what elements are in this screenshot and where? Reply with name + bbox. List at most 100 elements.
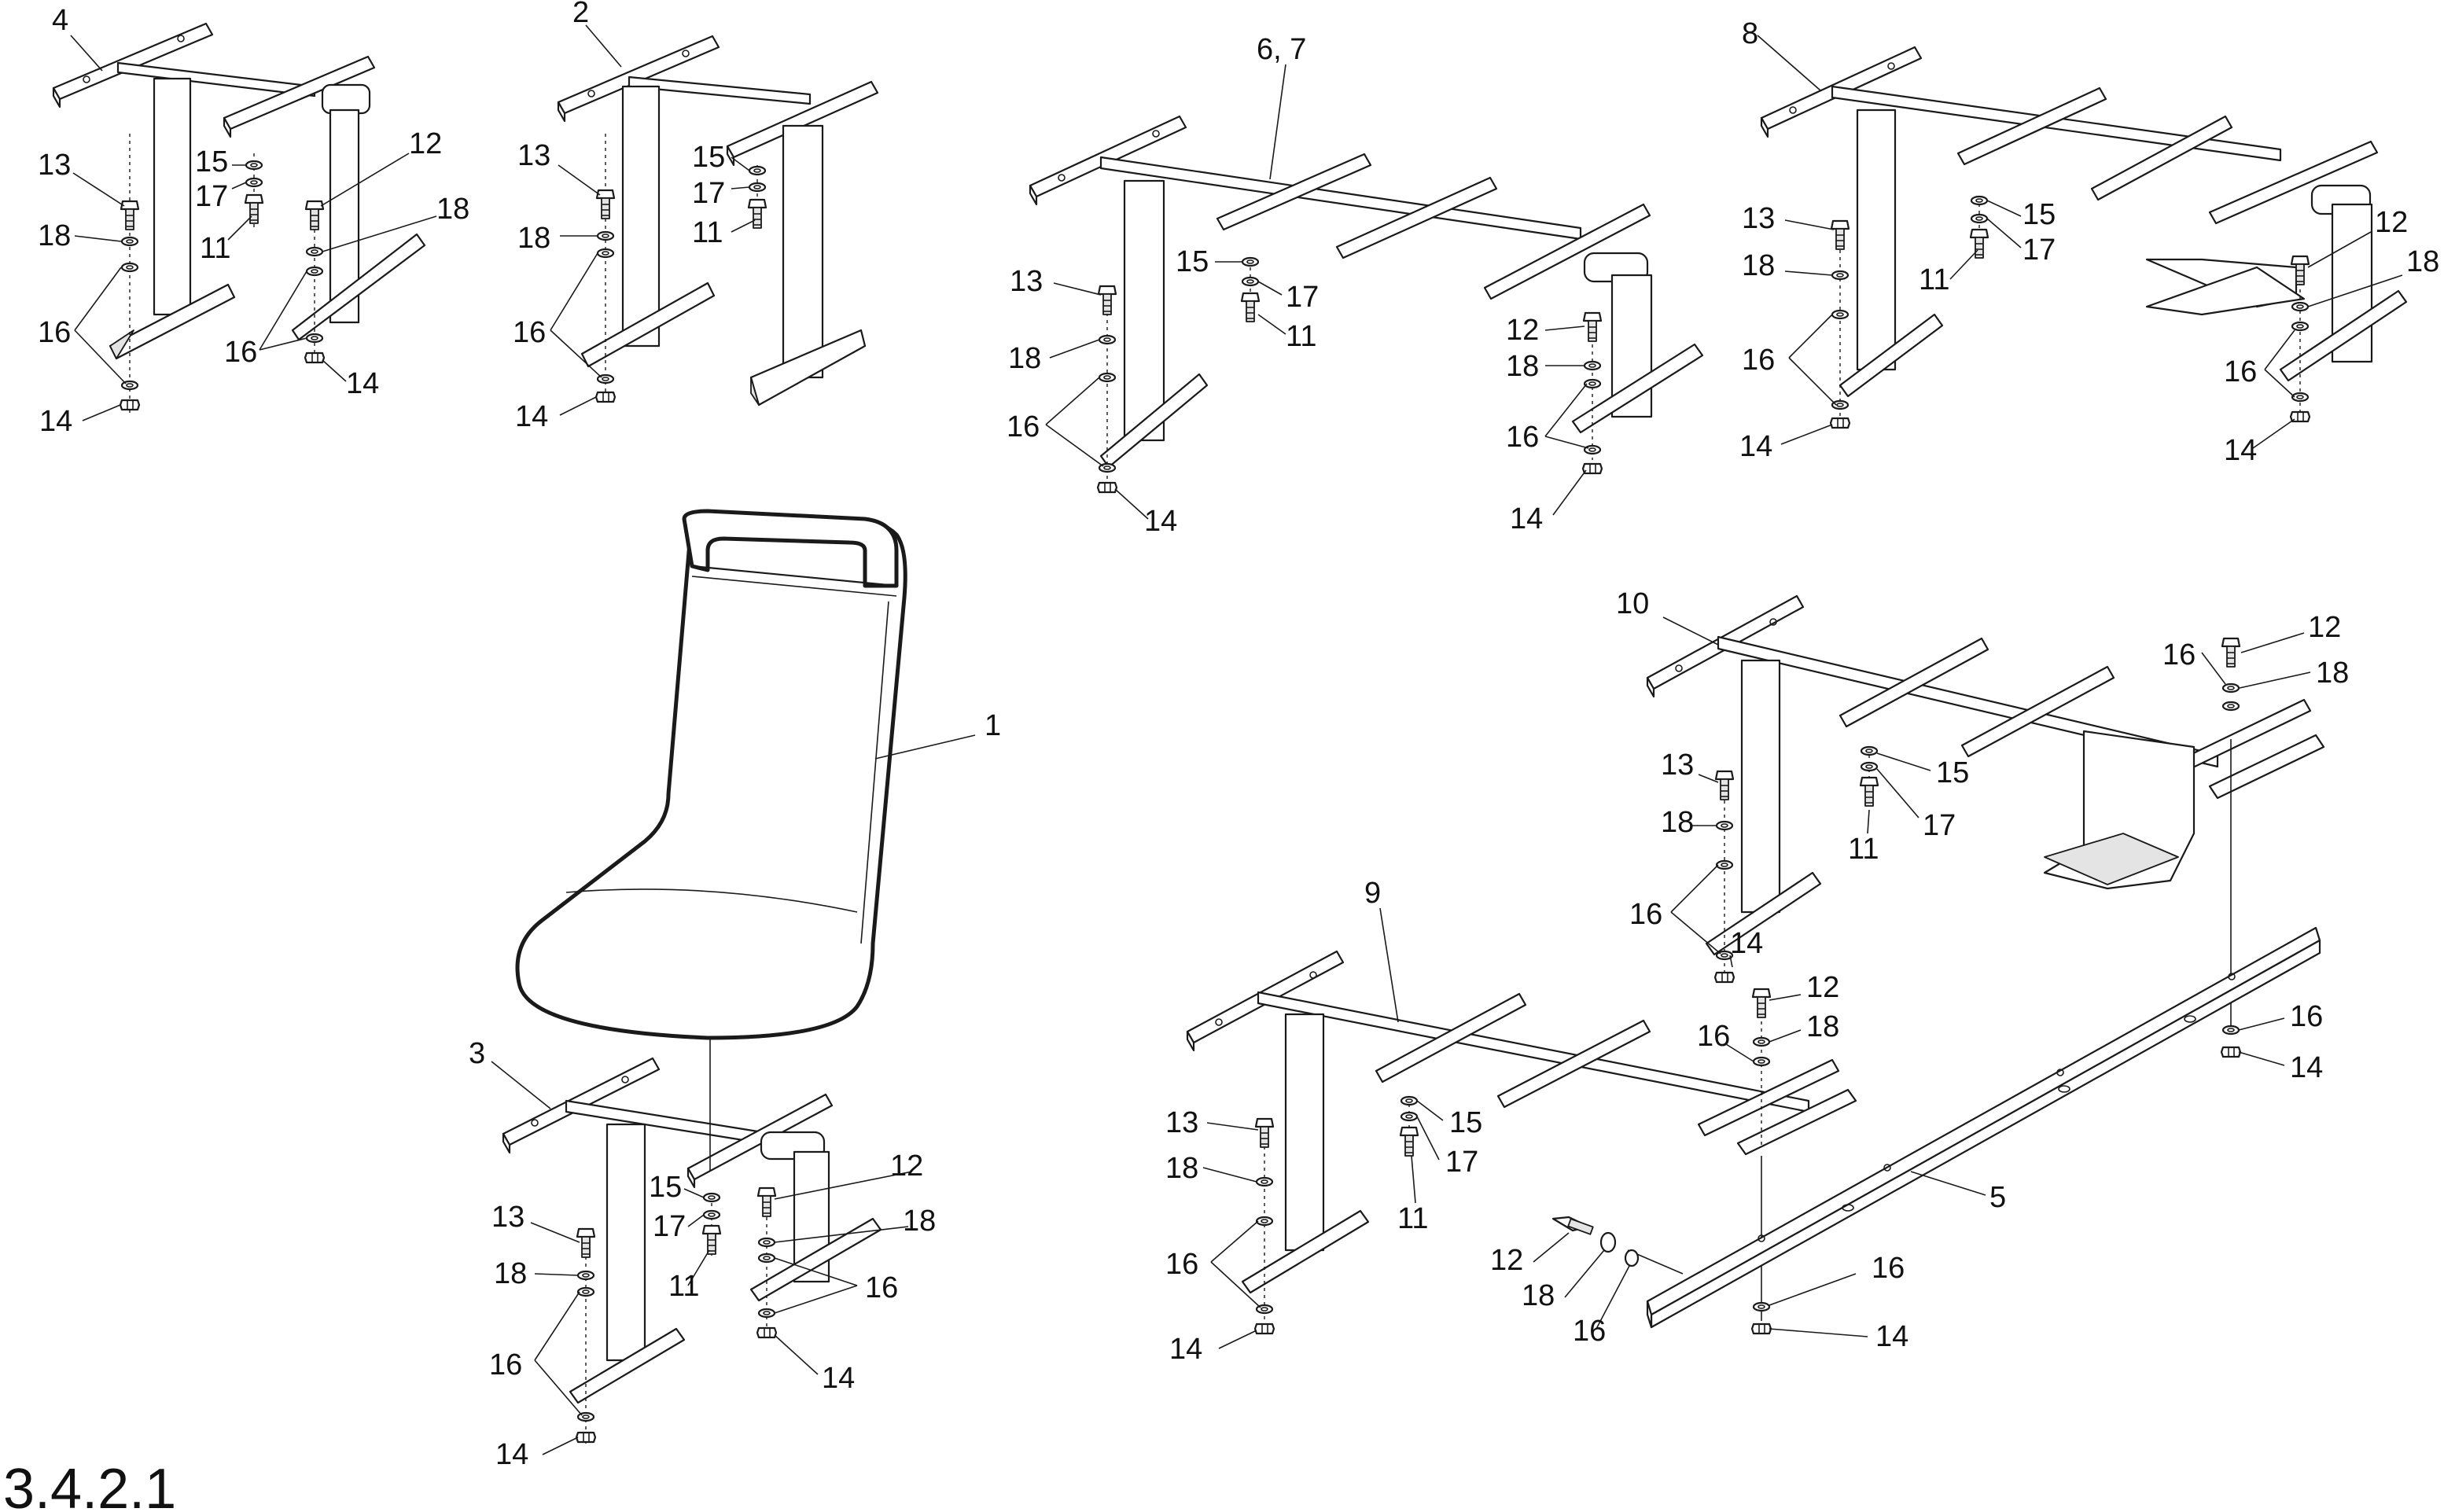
callout-8: 8: [1742, 17, 1758, 50]
callout-18: 18: [903, 1205, 936, 1238]
bolt-icon: [1240, 292, 1261, 323]
washer-icon: [2221, 701, 2240, 712]
bolt-icon: [1254, 1117, 1275, 1149]
callout-5: 5: [1989, 1181, 2006, 1214]
assembly-part-8: [1760, 46, 2408, 425]
callout-18: 18: [1165, 1152, 1198, 1185]
callout-11: 11: [668, 1270, 699, 1303]
callout-13: 13: [491, 1201, 525, 1234]
washer-icon: [1583, 360, 1602, 371]
washer-icon: [245, 160, 263, 171]
washer-icon: [305, 246, 324, 257]
callout-17: 17: [692, 177, 725, 210]
nut-icon: [575, 1431, 597, 1444]
callout-16: 16: [2162, 638, 2196, 671]
callout-16: 16: [513, 316, 546, 349]
nut-icon: [119, 399, 141, 411]
washer-icon: [1970, 195, 1989, 206]
callout-16: 16: [1742, 344, 1775, 377]
washer-icon: [1752, 1301, 1771, 1312]
washer-icon: [702, 1209, 721, 1220]
callout-13: 13: [38, 149, 71, 182]
callout-13: 13: [1010, 265, 1043, 298]
nut-icon: [2220, 1046, 2242, 1058]
callout-11: 11: [200, 232, 230, 265]
washer-icon: [2221, 682, 2240, 693]
callout-15: 15: [2023, 198, 2056, 231]
callout-17: 17: [1445, 1146, 1478, 1179]
rail-fastener-set: [1551, 1216, 1640, 1267]
callout-12: 12: [409, 127, 442, 160]
washer-icon: [1860, 761, 1879, 772]
callout-11: 11: [1919, 263, 1949, 296]
callout-18: 18: [1008, 342, 1041, 375]
bolt-icon: [1097, 285, 1117, 316]
callout-14: 14: [515, 400, 548, 433]
callout-12: 12: [2375, 206, 2408, 239]
washer-icon: [1831, 399, 1850, 410]
callout-11: 11: [1397, 1202, 1428, 1235]
callout-16: 16: [2224, 355, 2257, 388]
nut-icon: [304, 351, 326, 364]
nut-icon: [1253, 1323, 1275, 1335]
callout-9: 9: [1364, 877, 1381, 910]
bolt-icon: [1582, 311, 1603, 343]
assembly-part-4: [52, 22, 426, 417]
callout-18: 18: [494, 1257, 527, 1290]
nut-icon: [1829, 417, 1851, 429]
washer-icon: [1752, 1036, 1771, 1047]
washer-icon: [120, 236, 139, 247]
assembly-part-2: [557, 35, 879, 407]
callout-14: 14: [1739, 430, 1772, 463]
nut-icon: [1750, 1323, 1772, 1335]
callout-16: 16: [224, 336, 257, 369]
nut-icon: [756, 1326, 778, 1339]
washer-icon: [1241, 256, 1260, 267]
nut-icon: [1096, 481, 1118, 494]
washer-icon: [1715, 859, 1734, 870]
washer-icon: [1970, 213, 1989, 224]
bolt-icon: [747, 198, 767, 230]
callout-13: 13: [1165, 1106, 1198, 1139]
callout-12: 12: [1506, 314, 1539, 347]
callout-3: 3: [469, 1037, 485, 1070]
washer-icon: [1255, 1176, 1274, 1187]
callout-14: 14: [1875, 1320, 1908, 1353]
callout-2: 2: [572, 0, 589, 29]
callout-15: 15: [649, 1171, 682, 1204]
callout-13: 13: [1742, 202, 1775, 235]
washer-icon: [1400, 1111, 1419, 1122]
washer-icon: [757, 1237, 776, 1248]
callout-17: 17: [1923, 809, 1956, 842]
callout-15: 15: [195, 145, 228, 178]
washer-icon: [305, 266, 324, 277]
callout-16: 16: [1697, 1020, 1730, 1053]
washer-icon: [702, 1192, 721, 1203]
callout-6-7: 6, 7: [1257, 33, 1306, 66]
callout-16: 16: [1007, 410, 1040, 443]
callout-17: 17: [1286, 281, 1319, 314]
washer-icon: [596, 230, 615, 241]
callout-14: 14: [495, 1438, 528, 1471]
bolt-icon: [1859, 776, 1879, 808]
callout-14: 14: [1730, 927, 1763, 960]
callout-16: 16: [1872, 1252, 1905, 1285]
bolt-icon: [1969, 228, 1989, 259]
washer-icon: [576, 1286, 595, 1297]
washer-icon: [576, 1270, 595, 1281]
callout-18: 18: [1522, 1279, 1555, 1312]
callout-15: 15: [1449, 1106, 1482, 1139]
washer-icon: [757, 1253, 776, 1264]
callout-17: 17: [195, 180, 228, 213]
washer-icon: [1860, 745, 1879, 756]
callout-18: 18: [1742, 249, 1775, 282]
callout-14: 14: [1510, 502, 1543, 535]
callout-14: 14: [2224, 434, 2257, 467]
callout-18: 18: [517, 222, 550, 255]
callout-17: 17: [653, 1210, 686, 1243]
washer-icon: [596, 248, 615, 259]
callout-15: 15: [692, 141, 725, 174]
callout-13: 13: [517, 139, 550, 172]
callout-labels: 4 13 18 16 14 15 17 11 12 18 16 14 2 13 …: [38, 0, 2439, 1471]
